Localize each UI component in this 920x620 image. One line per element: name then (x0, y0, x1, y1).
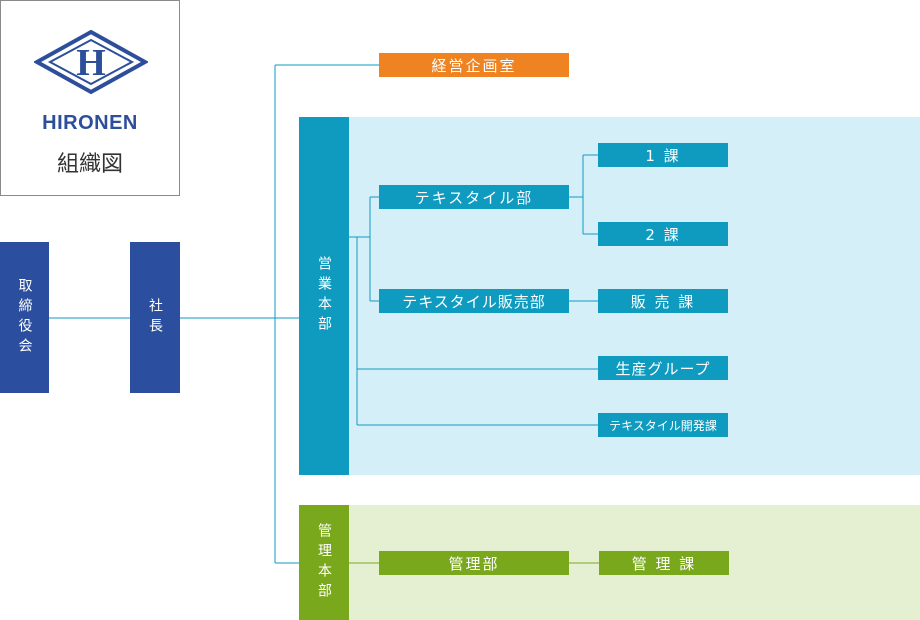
production-group-box: 生産グループ (598, 356, 728, 380)
section-2-box: 2 課 (598, 222, 728, 246)
board-box: 取締役会 (0, 242, 49, 393)
company-name: HIRONEN (42, 112, 138, 134)
sales-hq-box: 営業本部 (299, 117, 349, 475)
planning-office-box: 経営企画室 (379, 53, 569, 77)
hironen-logo-mark: H (34, 29, 148, 95)
chart-subtitle: 組織図 (56, 152, 123, 177)
admin-dept-box: 管理部 (379, 551, 569, 575)
textile-dept-box: テキスタイル部 (379, 185, 569, 209)
logo-box: H (0, 0, 180, 196)
textile-dev-section-box: テキスタイル開発課 (598, 413, 728, 437)
textile-sales-dept-box: テキスタイル販売部 (379, 289, 569, 313)
logo-letter: H (76, 42, 106, 84)
president-box: 社長 (130, 242, 180, 393)
admin-section-box: 管 理 課 (599, 551, 729, 575)
admin-hq-box: 管理本部 (299, 505, 349, 620)
section-1-box: 1 課 (598, 143, 728, 167)
sales-section-box: 販 売 課 (598, 289, 728, 313)
